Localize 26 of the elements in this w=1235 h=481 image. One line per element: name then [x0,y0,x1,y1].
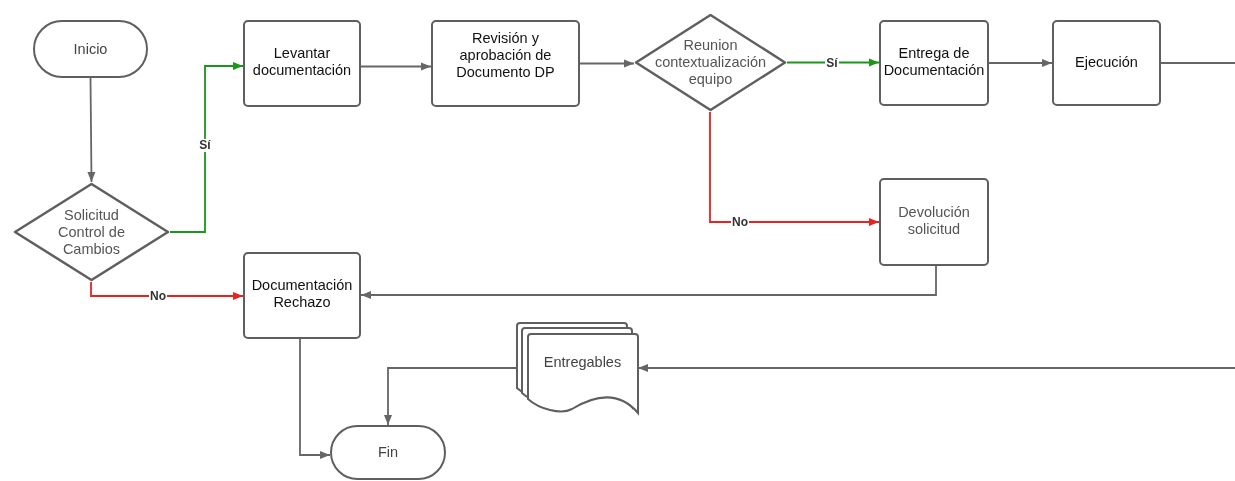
arrow [579,59,635,68]
process-box: Levantar documentación [243,20,361,107]
process-box: Devolución solicitud [879,178,989,266]
arrow [384,367,518,426]
arrow [87,77,96,183]
decision-diamond: Solicitud Control de Cambios [13,182,170,282]
arrow [360,62,432,71]
edge-label: Sí [198,138,212,152]
arrow [90,281,244,300]
arrow [988,59,1053,67]
process-box: Documentación Rechazo [243,252,361,339]
edge-label: No [731,215,749,229]
start-terminal: Inicio [33,20,148,78]
arrow [360,265,937,299]
arrow [299,338,331,459]
arrow [709,111,880,226]
process-box: Entrega de Documentación [879,20,989,106]
arrow [169,62,244,233]
edge-label: No [149,289,167,303]
arrow [786,58,880,67]
process-box: Revisión y aprobación de Documento DP [431,20,580,107]
end-terminal: Fin [330,425,446,480]
edge-label: Sí [825,56,839,70]
process-box: Ejecución [1052,20,1161,106]
connector-line [1160,62,1235,64]
decision-diamond: Reunion contextualización equipo [634,13,787,112]
